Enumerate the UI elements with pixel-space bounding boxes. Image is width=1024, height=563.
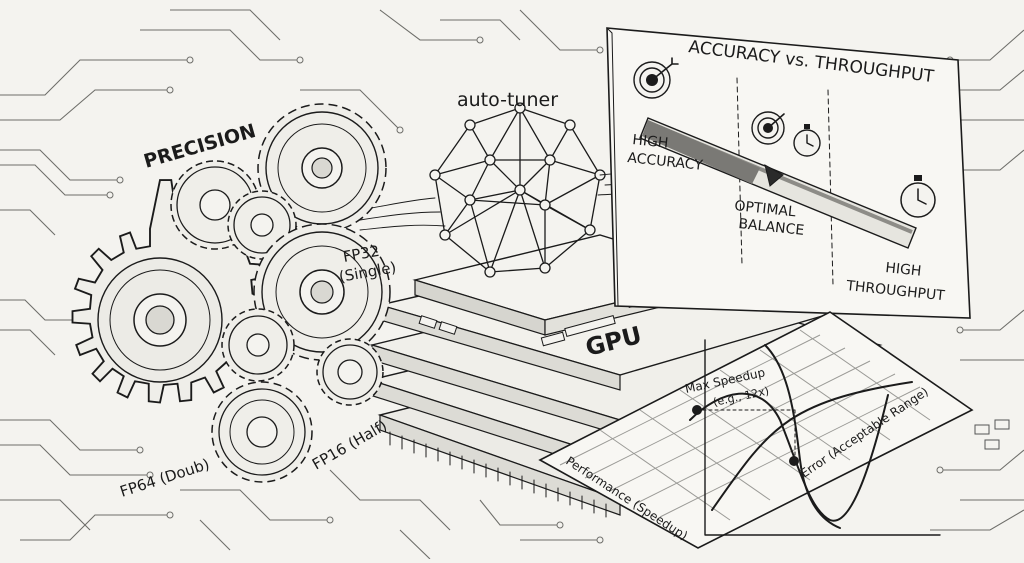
error-threshold-point bbox=[789, 456, 799, 466]
tradeoff-graph: Max Speedup (e.g., 12x) Performance (Spe… bbox=[538, 311, 974, 549]
auto-tuner-network: auto-tuner bbox=[359, 89, 771, 278]
precision-gears: PRECISION FP32 (Single) FP16 (Half) FP64… bbox=[71, 103, 398, 501]
fp64-label: FP64 (Doub) bbox=[118, 455, 212, 501]
fp16-label: FP16 (Half) bbox=[309, 416, 390, 473]
auto-tuner-label: auto-tuner bbox=[457, 89, 558, 111]
gear-icon bbox=[71, 179, 272, 404]
gear-icon bbox=[316, 338, 384, 406]
circuit-traces bbox=[0, 9, 1024, 560]
high-throughput-label: HIGH bbox=[885, 260, 923, 280]
gear-icon bbox=[221, 308, 295, 382]
optimal-sublabel: BALANCE bbox=[738, 216, 805, 239]
high-accuracy-sublabel: ACCURACY bbox=[627, 150, 704, 174]
max-speedup-point bbox=[692, 405, 702, 415]
target-icon bbox=[633, 57, 679, 99]
tradeoff-panel: ACCURACY vs. THROUGHPUT bbox=[606, 27, 971, 319]
optimal-label: OPTIMAL bbox=[734, 198, 797, 220]
slider-handle[interactable] bbox=[764, 164, 784, 187]
target-icon bbox=[751, 111, 785, 145]
gear-icon bbox=[257, 103, 387, 233]
gear-icon bbox=[211, 381, 313, 483]
high-accuracy-label: HIGH bbox=[632, 132, 670, 152]
stopwatch-icon bbox=[793, 124, 821, 157]
stopwatch-icon bbox=[900, 175, 936, 218]
